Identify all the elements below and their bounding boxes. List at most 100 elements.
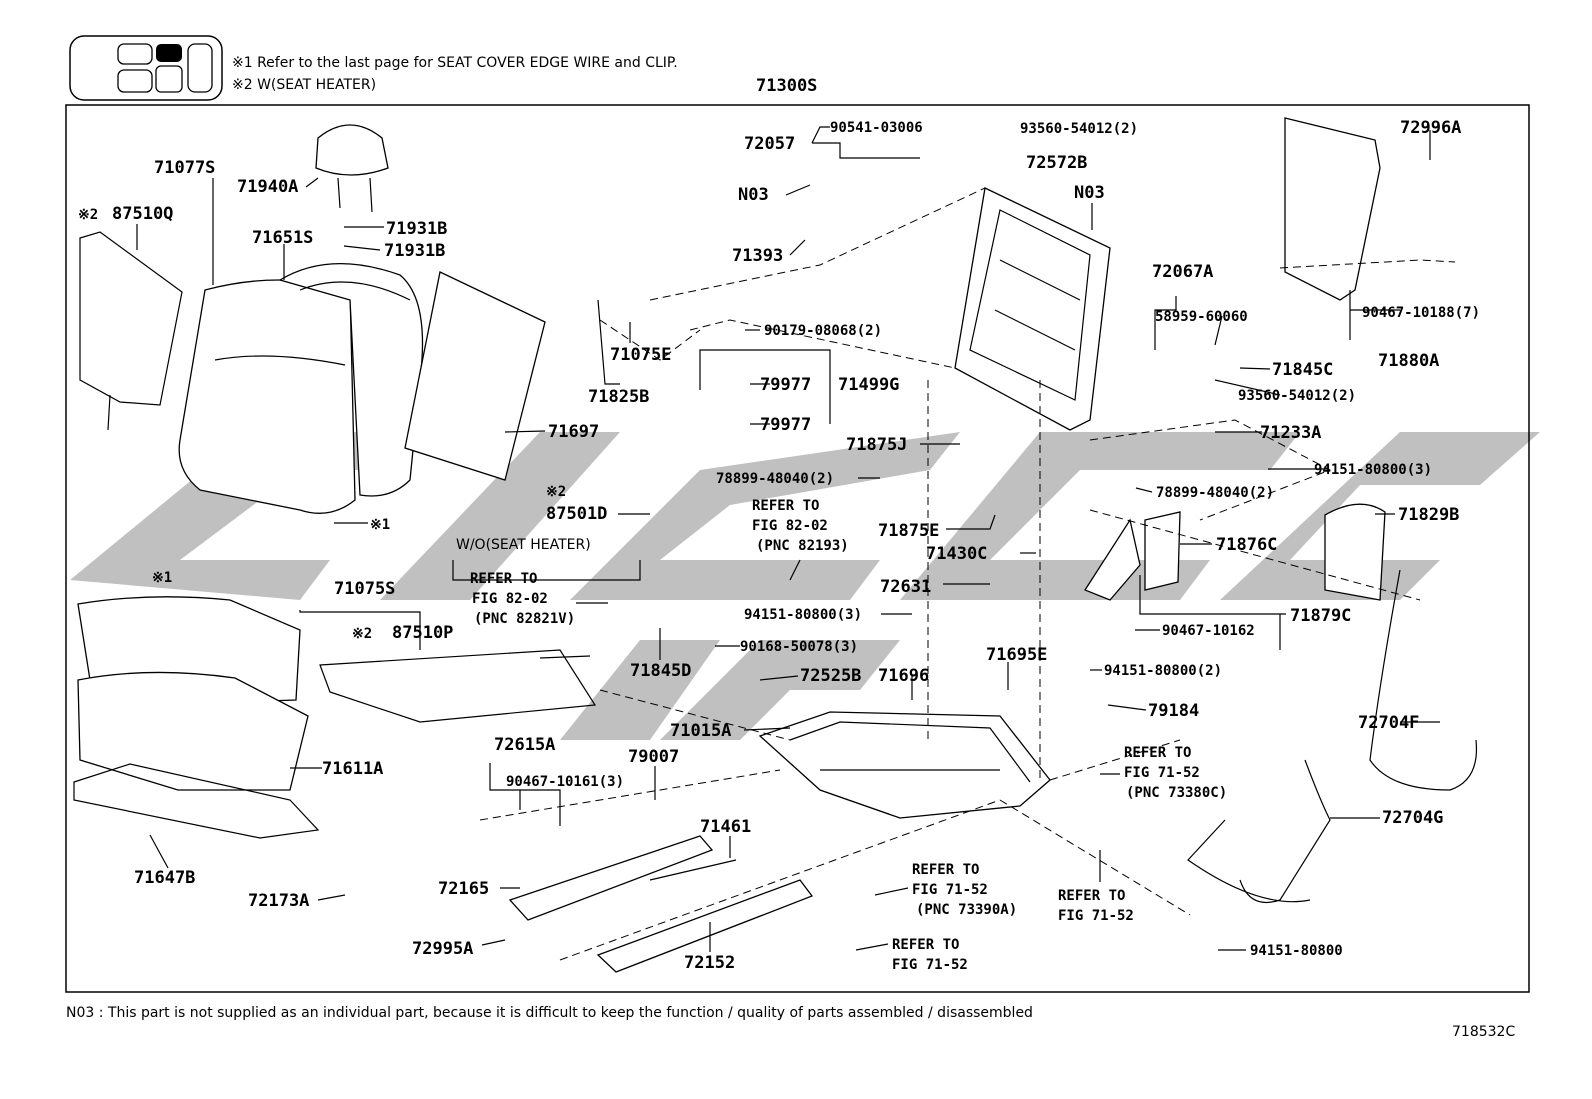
part-label: 71611A — [322, 759, 383, 779]
part-label: 71233A — [1260, 423, 1321, 443]
seat-cushion — [73, 596, 320, 839]
seat-back-frame — [954, 187, 1111, 431]
part-label: 71940A — [237, 177, 298, 197]
reference-text: (PNC 73390A) — [916, 902, 1017, 918]
assembly-dashed-lines — [479, 187, 1456, 961]
part-label: 71875J — [846, 435, 907, 455]
part-label: 90168-50078(3) — [740, 639, 858, 655]
heater-mat-back — [79, 231, 183, 431]
part-label: 93560-54012(2) — [1020, 121, 1138, 137]
reference-text: REFER TO — [892, 937, 959, 953]
part-labels: 71077S 71940A ※2 87510Q 71931B 71651S 71… — [78, 118, 1480, 973]
part-label: 79184 — [1148, 701, 1199, 721]
leader-lines — [136, 126, 1440, 952]
seat-layout-icon — [69, 35, 223, 101]
diagram-frame — [65, 104, 1530, 993]
note-seat-heater: ※2 W(SEAT HEATER) — [232, 77, 376, 93]
release-cables — [1187, 569, 1478, 904]
part-label: 72525B — [800, 666, 861, 686]
reference-text: REFER TO — [1124, 745, 1191, 761]
reference-text: FIG 71-52 — [1124, 765, 1200, 781]
note-marker: ※1 — [152, 570, 172, 586]
seat-tracks — [508, 835, 814, 973]
part-label: 71075S — [334, 579, 395, 599]
reference-text: (PNC 82821V) — [474, 611, 575, 627]
part-label: 71075E — [610, 345, 671, 365]
reference-text: REFER TO — [912, 862, 979, 878]
reference-text: FIG 82-02 — [472, 591, 548, 607]
part-label: 79977 — [760, 415, 811, 435]
part-label: 72165 — [438, 879, 489, 899]
part-label: 71845C — [1272, 360, 1333, 380]
part-label: 87501D — [546, 504, 607, 524]
reference-text: FIG 71-52 — [892, 957, 968, 973]
back-board — [404, 271, 546, 481]
seat-back-pad — [178, 263, 424, 514]
part-label: N03 — [1074, 183, 1105, 203]
part-label: 90541-03006 — [830, 120, 923, 136]
part-label: 71845D — [630, 661, 691, 681]
part-label: 71931B — [384, 241, 445, 261]
part-label: 90467-10188(7) — [1362, 305, 1480, 321]
reference-text: FIG 71-52 — [912, 882, 988, 898]
part-label: 90179-08068(2) — [764, 323, 882, 339]
part-label: 90467-10162 — [1162, 623, 1255, 639]
part-label: 79007 — [628, 747, 679, 767]
part-label: 72704G — [1382, 808, 1443, 828]
part-label: 71880A — [1378, 351, 1439, 371]
part-label: 78899-48040(2) — [1156, 485, 1274, 501]
part-label: 71077S — [154, 158, 215, 178]
part-label: 71875E — [878, 521, 939, 541]
part-label: 72057 — [744, 134, 795, 154]
part-label: 90467-10161(3) — [506, 774, 624, 790]
footer-note: N03 : This part is not supplied as an in… — [66, 1005, 1033, 1021]
part-label: 72572B — [1026, 153, 1087, 173]
part-label: 72152 — [684, 953, 735, 973]
reference-text: REFER TO — [470, 571, 537, 587]
part-label: 93560-54012(2) — [1238, 388, 1356, 404]
part-label: 71461 — [700, 817, 751, 837]
part-label: 71697 — [548, 422, 599, 442]
cushion-frame — [758, 711, 1051, 819]
part-label: 71393 — [732, 246, 783, 266]
part-label: 72173A — [248, 891, 309, 911]
part-label: 71829B — [1398, 505, 1459, 525]
top-part-number: 71300S — [756, 76, 817, 96]
part-label: 72615A — [494, 735, 555, 755]
part-label: 71825B — [588, 387, 649, 407]
part-label: 71647B — [134, 868, 195, 888]
reference-text: REFER TO — [752, 498, 819, 514]
part-label: 71430C — [926, 544, 987, 564]
rear-covers — [1084, 503, 1386, 601]
headrest — [315, 124, 389, 213]
part-label: 94151-80800(3) — [744, 607, 862, 623]
heater-mat-cushion — [319, 649, 597, 723]
note-lines: ※1 Refer to the last page for SEAT COVER… — [232, 55, 678, 93]
note-marker: ※1 — [370, 517, 390, 533]
part-label: 94151-80800(2) — [1104, 663, 1222, 679]
part-label: 87510P — [392, 623, 453, 643]
part-label: 71015A — [670, 721, 731, 741]
part-label: 72996A — [1400, 118, 1461, 138]
part-label: 72631 — [880, 577, 931, 597]
part-label: 72067A — [1152, 262, 1213, 282]
part-label: 71695E — [986, 645, 1047, 665]
part-label: 58959-60060 — [1155, 309, 1248, 325]
note-marker: ※2 — [546, 484, 566, 500]
part-label: 71651S — [252, 228, 313, 248]
reference-text: (PNC 82193) — [756, 538, 849, 554]
note-edge-wire: ※1 Refer to the last page for SEAT COVER… — [232, 55, 678, 71]
part-label: 71879C — [1290, 606, 1351, 626]
reference-text: FIG 82-02 — [752, 518, 828, 534]
reference-text: REFER TO — [1058, 888, 1125, 904]
reference-text: FIG 71-52 — [1058, 908, 1134, 924]
part-label: N03 — [738, 185, 769, 205]
note-marker: ※2 — [352, 626, 372, 642]
reference-text: (PNC 73380C) — [1126, 785, 1227, 801]
note-marker: ※2 — [78, 207, 98, 223]
part-label: 71931B — [386, 219, 447, 239]
back-panel — [1284, 117, 1381, 301]
part-label: 71696 — [878, 666, 929, 686]
part-label: 87510Q — [112, 204, 173, 224]
